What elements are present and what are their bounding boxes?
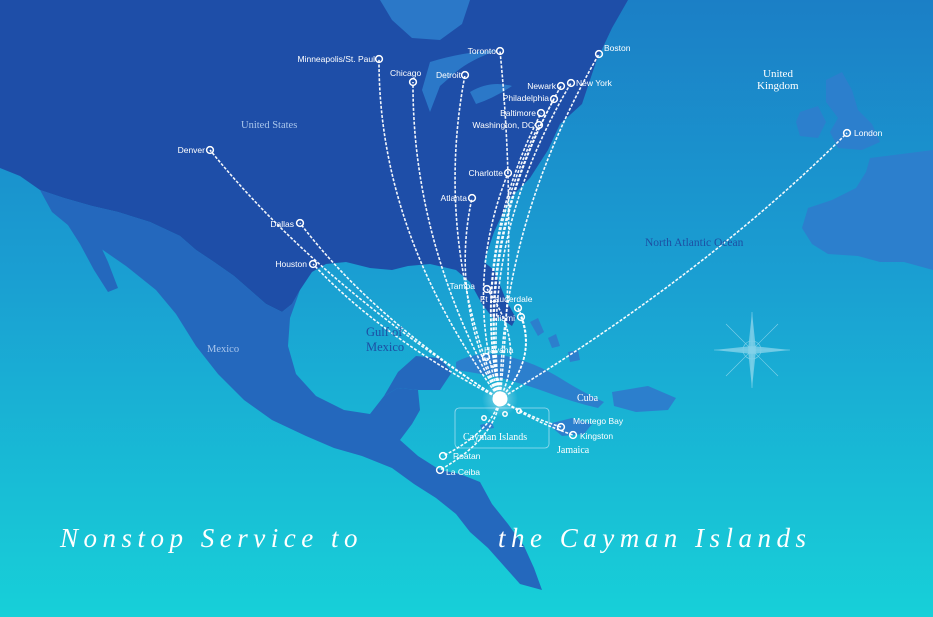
city-label-montego-bay: Montego Bay <box>573 416 624 426</box>
label-gulf-line2: Mexico <box>366 340 404 354</box>
mexico-landmass <box>40 190 542 590</box>
florida-peninsula <box>470 262 516 326</box>
great-britain-island <box>826 72 880 150</box>
city-label-chicago: Chicago <box>390 68 421 78</box>
city-marker-la-ceiba <box>435 465 445 475</box>
hudson-bay <box>380 0 470 40</box>
city-marker-minneapolis-st-paul <box>374 54 384 64</box>
city-marker-atlanta <box>467 193 477 203</box>
city-marker-chicago <box>408 77 418 87</box>
city-label-ft-lauderdale: Ft Lauderdale <box>480 294 533 304</box>
label-uk-line1: United <box>763 68 793 80</box>
city-label-kingston: Kingston <box>580 431 613 441</box>
city-label-baltimore: Baltimore <box>500 108 536 118</box>
route-la-ceiba <box>439 398 501 471</box>
great-lakes <box>422 50 512 112</box>
label-gulf-line1: Gulf of <box>366 325 403 339</box>
route-chicago <box>412 81 501 400</box>
compass-rose-icon <box>714 312 790 388</box>
route-detroit <box>454 74 501 400</box>
baja-california <box>58 200 118 292</box>
route-lines <box>209 50 848 471</box>
jamaica-island <box>548 418 592 436</box>
city-marker-roatan <box>438 451 448 461</box>
city-label-houston: Houston <box>275 259 307 269</box>
route-london <box>499 132 848 400</box>
cayman-brac-dot <box>502 411 508 417</box>
label-united-states: United States <box>241 120 297 131</box>
city-label-havana: Havana <box>484 345 514 355</box>
route-washington-dc <box>490 124 540 400</box>
headline-part1: Nonstop Service to <box>59 523 363 553</box>
city-label-dallas: Dallas <box>270 219 294 229</box>
route-minneapolis-st-paul <box>378 58 501 400</box>
city-marker-boston <box>594 49 604 59</box>
label-cayman-islands: Cayman Islands <box>463 432 527 443</box>
city-label-atlanta: Atlanta <box>441 193 468 203</box>
north-america-landmass <box>0 0 628 322</box>
city-label-newark: Newark <box>527 81 557 91</box>
city-marker-philadelphia <box>549 94 559 104</box>
little-cayman-dot <box>516 408 522 414</box>
city-marker-detroit <box>460 70 470 80</box>
city-label-detroit: Detroit <box>436 70 462 80</box>
label-north-atlantic: North Atlantic Ocean <box>645 237 744 249</box>
route-charlotte <box>482 172 509 400</box>
city-marker-denver <box>205 145 215 155</box>
label-uk-line2: Kingdom <box>757 80 799 92</box>
label-cuba: Cuba <box>577 393 599 404</box>
route-tampa <box>486 288 512 400</box>
europe-landmass <box>802 150 933 270</box>
city-marker-ft-lauderdale <box>513 303 523 313</box>
city-marker-dallas <box>295 218 305 228</box>
city-marker-kingston <box>568 430 578 440</box>
city-label-new-york: New York <box>576 78 613 88</box>
city-markers: Minneapolis/St. Paul Toronto BostonChicago… <box>178 43 883 477</box>
city-label-boston: Boston <box>604 43 631 53</box>
city-marker-new-york <box>566 78 576 88</box>
city-label-washington-dc: Washington, DC <box>472 120 534 130</box>
city-label-tampa: Tampa <box>449 281 475 291</box>
city-marker-london <box>842 128 852 138</box>
city-marker-montego-bay <box>556 422 566 432</box>
city-marker-baltimore <box>536 108 546 118</box>
city-marker-houston <box>308 259 318 269</box>
city-marker-havana <box>481 352 491 362</box>
route-boston <box>499 53 600 400</box>
route-atlanta <box>464 197 501 400</box>
headline-part2: the Cayman Islands <box>498 523 811 553</box>
city-marker-newark <box>556 81 566 91</box>
label-mexico: Mexico <box>207 344 239 355</box>
city-label-philadelphia: Philadelphia <box>503 93 550 103</box>
yucatan-peninsula <box>384 356 452 396</box>
city-label-toronto: Toronto <box>468 46 497 56</box>
bahamas-islands <box>530 318 580 362</box>
route-houston <box>312 263 501 400</box>
city-label-miami: Miami <box>492 313 515 323</box>
city-label-charlotte: Charlotte <box>469 168 504 178</box>
hub-marker <box>492 391 508 407</box>
route-dallas <box>299 222 501 400</box>
city-marker-toronto <box>495 46 505 56</box>
city-label-minneapolis-st-paul: Minneapolis/St. Paul <box>298 54 376 64</box>
city-label-la-ceiba: La Ceiba <box>446 467 480 477</box>
label-jamaica: Jamaica <box>557 445 590 456</box>
city-marker-tampa <box>482 284 492 294</box>
city-marker-washington-dc <box>534 120 544 130</box>
city-marker-miami <box>516 312 526 322</box>
city-label-london: London <box>854 128 883 138</box>
grand-cayman-dot <box>481 415 487 421</box>
city-label-roatan: Roatan <box>453 451 481 461</box>
ireland-island <box>796 106 826 138</box>
city-label-denver: Denver <box>178 145 206 155</box>
route-philadelphia <box>492 98 555 400</box>
city-marker-charlotte <box>503 168 513 178</box>
route-new-york <box>495 82 572 400</box>
hispaniola-island <box>612 386 676 412</box>
